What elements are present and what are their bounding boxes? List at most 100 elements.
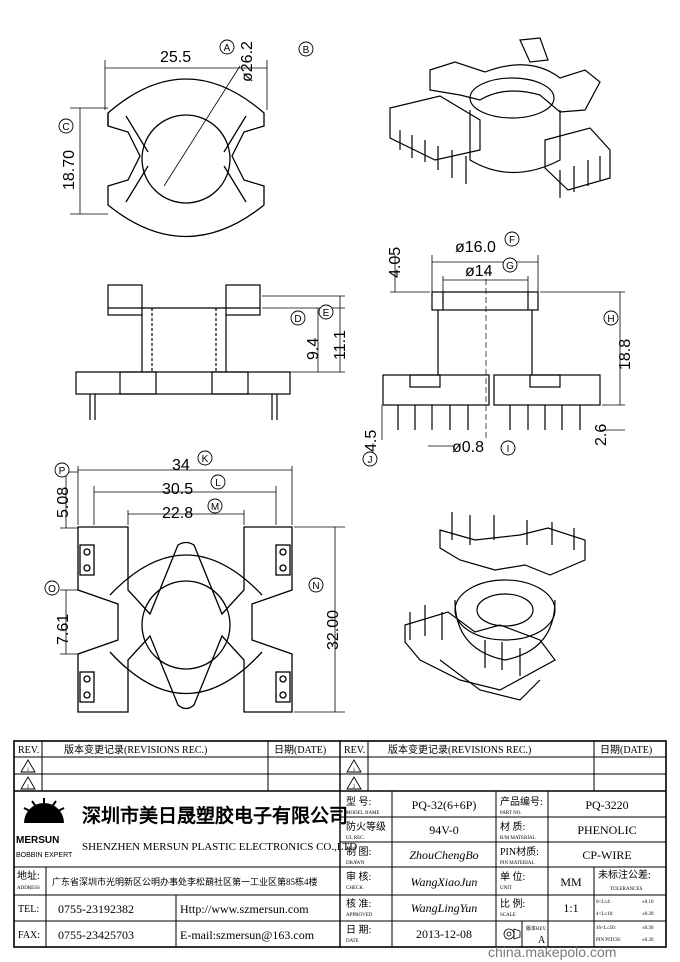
material-sublabel: B/M MATERIAL [500, 836, 536, 841]
tolerances-sublabel: TOLERANCES [610, 887, 643, 892]
logo-subtext: BOBBIN EXPERT [16, 852, 73, 859]
iso-view-top [389, 37, 611, 198]
marker-l: L [215, 478, 221, 489]
model-label: 型 号: [346, 795, 371, 808]
drawn-label: 制 图: [346, 845, 371, 858]
scale-sublabel: SCALE [500, 913, 516, 918]
front-view [382, 270, 601, 440]
marker-c: C [62, 122, 69, 133]
ul-sublabel: UL REC. [346, 836, 365, 841]
logo-text: MERSUN [16, 835, 59, 846]
rev-row-2: 2 [27, 785, 30, 790]
marker-f: F [509, 235, 515, 246]
company-en-name: SHENZHEN MERSUN PLASTIC ELECTRONICS CO.,… [82, 841, 357, 853]
part-sublabel: PART NO. [500, 811, 522, 816]
iso-view-bottom [404, 512, 586, 701]
bottom-view [77, 526, 293, 713]
rev-row-1: 1 [27, 768, 30, 773]
version-label: 版本REV. [526, 925, 547, 932]
marker-i: I [507, 444, 510, 455]
fax-value: 0755-23425703 [58, 928, 134, 942]
spec-values-right: PQ-3220 PHENOLIC CP-WIRE MM 1:1 [560, 798, 636, 915]
dim-pin-dia: ø0.8 [452, 439, 484, 456]
approved-sublabel: APPROVED [346, 913, 373, 918]
marker-k: K [202, 454, 209, 465]
dim-pin-stub: 2.6 [593, 424, 610, 446]
marker-n: N [312, 581, 319, 592]
scale-label: 比 例: [500, 897, 525, 910]
revision-triangles [20, 759, 362, 790]
watermark-text: china.makepolo.com [488, 944, 616, 960]
dim-pin-height: 4.05 [387, 247, 404, 278]
marker-a: A [224, 43, 231, 54]
company-cn-name: 深圳市美日晟塑胶电子有限公司 [82, 804, 348, 827]
projection-icon [503, 928, 521, 940]
rev-label-right: REV. [344, 745, 365, 756]
check-label: 审 核: [346, 870, 371, 883]
ul-label: 防火等级 [346, 820, 386, 833]
rev-row-2-right: 2 [353, 785, 356, 790]
dim-pin-len: 4.5 [363, 430, 380, 452]
ul-value: 94V-0 [429, 823, 459, 837]
fax-label: FAX: [18, 930, 40, 941]
date-label: 日 期: [346, 924, 371, 936]
model-value: PQ-32(6+6P) [412, 798, 477, 812]
marker-h: H [607, 314, 614, 325]
dim-dia-inner: ø14 [465, 263, 493, 280]
dim-top-diameter: ø26.2 [239, 41, 256, 82]
dim-pin-pitch: 7.61 [55, 614, 72, 645]
spec-values-left: PQ-32(6+6P) 94V-0 ZhouChengBo WangXiaoJu… [409, 798, 478, 941]
address-value: 广东省深圳市光明新区公明办事处李松蓢社区第一工业区第85栋4楼 [52, 876, 318, 887]
tol-2-value: ±0.20 [642, 912, 654, 917]
dim-bottom-height: 32.00 [325, 610, 342, 650]
tolerances: 未标注公差: TOLERANCES 0<L≤4: ±0.10 4<L≤16: ±… [596, 868, 654, 943]
tol-1-value: ±0.10 [642, 900, 654, 905]
approved-value: WangLingYun [411, 901, 477, 915]
top-view-dimensions [70, 60, 268, 215]
website-value: Http://www.szmersun.com [180, 902, 309, 916]
marker-o: O [48, 584, 56, 595]
title-block-grid [13, 740, 667, 948]
marker-d: D [294, 314, 301, 325]
side-view [75, 284, 291, 420]
pin-material-value: CP-WIRE [582, 848, 631, 862]
marker-e: E [323, 308, 330, 319]
tel-label: TEL: [18, 904, 39, 915]
marker-b: B [303, 45, 310, 56]
dim-pin-span: 5.08 [55, 487, 72, 518]
spec-labels-right: 产品编号: PART NO. 材 质: B/M MATERIAL PIN材质: … [500, 795, 543, 918]
rev-record-right: 版本变更记录(REVISIONS REC.) [388, 743, 531, 756]
version-value: A [538, 935, 546, 946]
check-value: WangXiaoJun [411, 875, 478, 889]
dim-top-width: 25.5 [160, 49, 191, 66]
model-sublabel: MODEL NAME [346, 811, 380, 816]
rev-date-left: 日期(DATE) [274, 744, 326, 756]
date-value: 2013-12-08 [416, 927, 472, 941]
marker-m: M [211, 502, 219, 513]
dim-overall-width: 34 [172, 457, 190, 474]
unit-label: 单 位: [500, 870, 525, 883]
spec-labels-left: 型 号: MODEL NAME 防火等级 UL REC. 制 图: DRAWN … [346, 795, 386, 944]
check-sublabel: CHECK [346, 886, 363, 891]
part-label: 产品编号: [500, 795, 543, 808]
marker-letters: A B C D E F G H I J K L M N O P [48, 43, 615, 595]
tol-2-label: 4<L≤16: [596, 912, 614, 917]
pin-material-label: PIN材质: [500, 845, 539, 858]
address-sublabel: ADDRESS [17, 886, 40, 891]
rev-record-left: 版本变更记录(REVISIONS REC.) [64, 743, 207, 756]
rev-date-right: 日期(DATE) [600, 744, 652, 756]
dim-total-height: 18.8 [617, 339, 634, 370]
dimension-texts: 25.5 ø26.2 18.70 4.05 ø16.0 ø14 9.4 11.1… [55, 41, 634, 650]
scale-value: 1:1 [563, 901, 578, 915]
marker-j: J [368, 455, 373, 466]
pin-material-sublabel: PIN MATERIAL [500, 861, 535, 866]
mersun-logo-icon [23, 798, 65, 823]
material-value: PHENOLIC [577, 823, 636, 837]
front-view-dimensions [381, 255, 625, 447]
dim-mid-width: 30.5 [162, 481, 193, 498]
tol-4-label: PIN PITCH: [596, 938, 621, 943]
rev-label-left: REV. [18, 745, 39, 756]
tel-value: 0755-23192382 [58, 902, 134, 916]
drawn-sublabel: DRAWN [346, 861, 365, 866]
